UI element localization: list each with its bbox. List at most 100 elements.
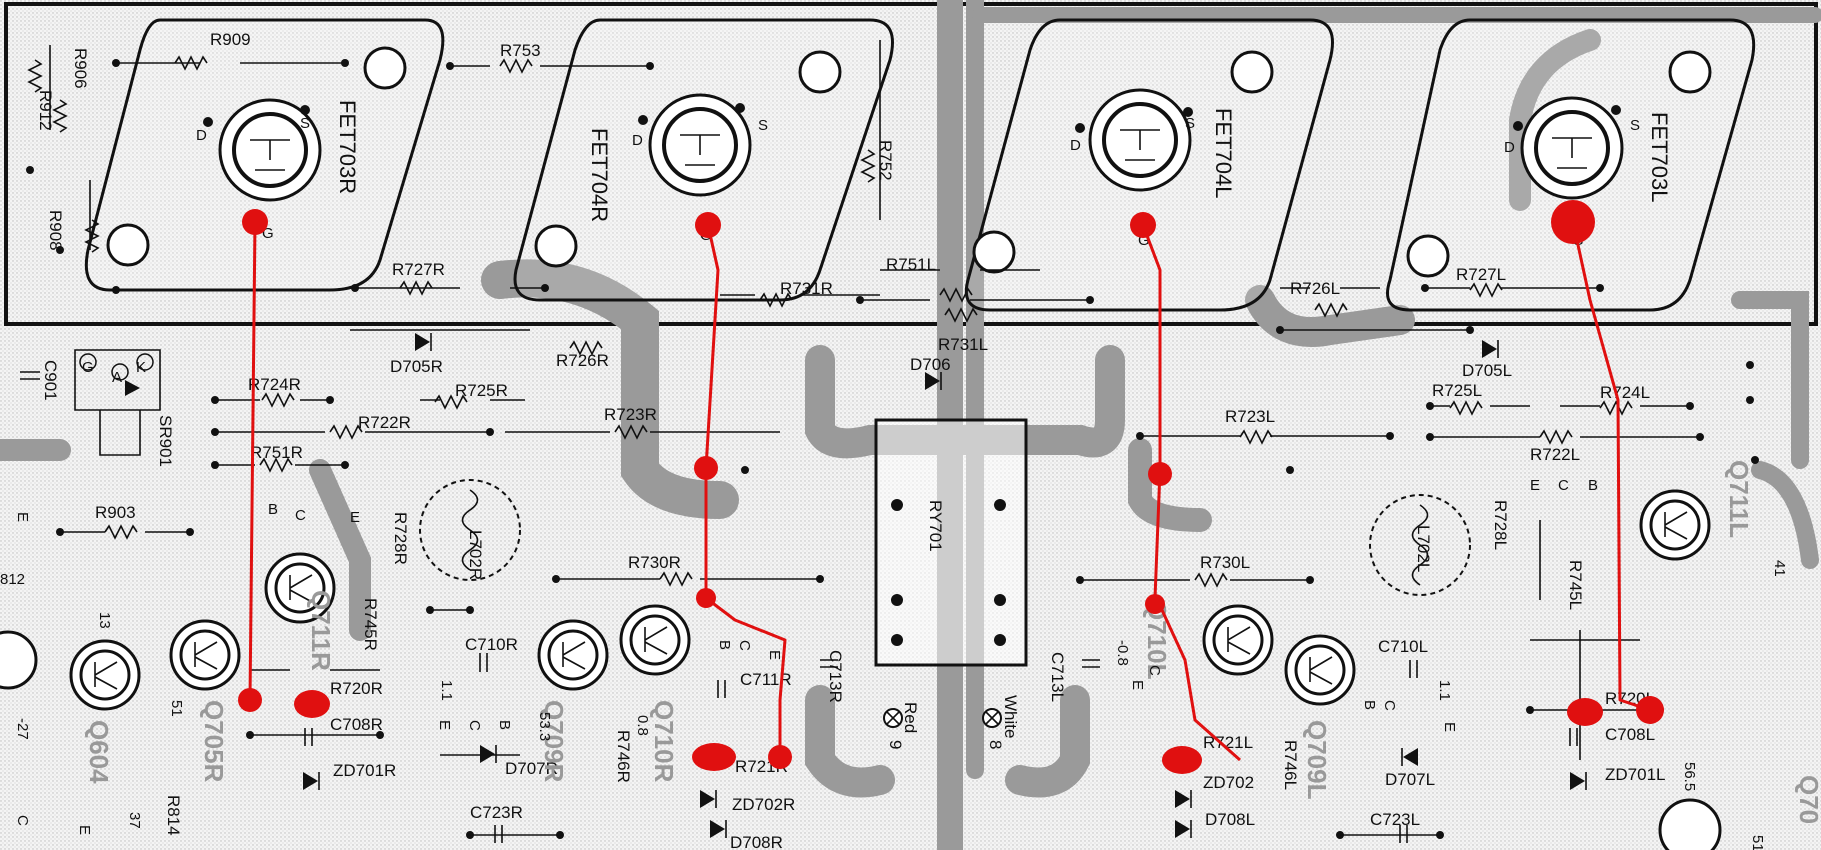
transistor-q709r — [537, 619, 609, 691]
diode-symbols — [303, 333, 1587, 838]
value-41: 41 — [1771, 560, 1788, 577]
terminal-red-label: Red — [901, 702, 920, 733]
label-r751r: R751R — [250, 443, 303, 462]
transistor-q70-partial — [1658, 798, 1722, 850]
fet-label: FET704R — [587, 128, 612, 222]
label-c901: C901 — [41, 360, 60, 401]
label-d707l: D707L — [1385, 770, 1435, 789]
label-zd701r: ZD701R — [333, 761, 396, 780]
label-d708r: D708R — [730, 833, 783, 850]
fet-pin-s: S — [1630, 117, 1640, 134]
label-r724l: R724L — [1600, 383, 1650, 402]
label-r724r: R724R — [248, 375, 301, 394]
relay-ry701: RY701 — [874, 418, 1028, 667]
label-r908: R908 — [46, 210, 65, 251]
pin-c: C — [1558, 477, 1569, 494]
fet-label: FET703L — [1647, 112, 1672, 203]
label-r906: R906 — [71, 48, 90, 89]
sr901-pin-g: G — [82, 359, 94, 376]
value-neg27: -27 — [14, 718, 31, 740]
label-r745r: R745R — [361, 598, 380, 651]
value-minus-0.8: -0.8 — [1114, 640, 1131, 666]
highlight-dot — [1636, 696, 1664, 724]
fet-pin-d: D — [196, 127, 207, 144]
label-c723l: C723L — [1370, 810, 1420, 829]
label-c723r: C723R — [470, 803, 523, 822]
pin-b: B — [1588, 477, 1598, 494]
capacitor-symbols — [20, 371, 1578, 843]
highlight-resistor-r721l — [1162, 746, 1202, 774]
label-r725l: R725L — [1432, 381, 1482, 400]
highlight-dot — [695, 212, 721, 238]
label-r722r: R722R — [358, 413, 411, 432]
label-r726r: R726R — [556, 351, 609, 370]
transistor-q710r — [619, 604, 691, 676]
label-r912: R912 — [36, 90, 55, 131]
sr901-outline — [74, 349, 161, 456]
value-0.8: 0.8 — [634, 715, 651, 736]
label-c713l: C713L — [1048, 652, 1067, 702]
label-sr901: SR901 — [156, 415, 175, 467]
highlight-dot — [1145, 594, 1165, 614]
fet-label: FET703R — [335, 100, 360, 194]
fet-pin-g: G — [1138, 232, 1150, 249]
pin-e: E — [76, 825, 93, 835]
heatsink-frame — [4, 2, 1818, 326]
pin-e: E — [1441, 722, 1458, 732]
gate-trace-704r — [704, 224, 787, 760]
label-r909: R909 — [210, 30, 251, 49]
label-r723l: R723L — [1225, 407, 1275, 426]
inductor-l702r — [419, 479, 521, 581]
pin-c: C — [466, 720, 483, 731]
label-r746r: R746R — [614, 730, 633, 783]
value-53.3: 53.3 — [536, 712, 553, 741]
value-56.5: 56.5 — [1681, 762, 1698, 791]
label-q711l: Q711L — [1724, 460, 1754, 538]
fet-label: FET704L — [1211, 108, 1236, 199]
transistors — [0, 489, 1722, 850]
label-d705r: D705R — [390, 357, 443, 376]
fet-pin-s: S — [300, 115, 310, 132]
pin-b: B — [1361, 700, 1378, 710]
label-r727r: R727R — [392, 260, 445, 279]
label-q709l: Q709L — [1302, 720, 1332, 800]
label-c713r: C713R — [826, 650, 845, 703]
label-d708l: D708L — [1205, 810, 1255, 829]
label-r751l: R751L — [886, 255, 936, 274]
red-gate-traces — [238, 200, 1664, 774]
pin-c: C — [1381, 700, 1398, 711]
pin-e: E — [766, 650, 783, 660]
label-r728r: R728R — [391, 512, 410, 565]
inductor-l702l — [1369, 494, 1471, 596]
label-c708l: C708L — [1605, 725, 1655, 744]
label-r727l: R727L — [1456, 265, 1506, 284]
label-r720r: R720R — [330, 679, 383, 698]
pin-e: E — [350, 509, 360, 526]
fet-pin-d: D — [1070, 137, 1081, 154]
label-q70: Q70 — [1794, 775, 1821, 824]
label-r746l: R746L — [1281, 740, 1300, 790]
value-37: 37 — [126, 812, 143, 829]
sr901-pin-a: A — [112, 369, 122, 386]
highlight-dot — [768, 745, 792, 769]
value-1.1: 1.1 — [1436, 680, 1453, 701]
label-r730l: R730L — [1200, 553, 1250, 572]
label-r745l: R745L — [1566, 560, 1585, 610]
label-zd702: ZD702 — [1203, 773, 1254, 792]
highlight-dot — [1148, 462, 1172, 486]
fet-pin-d: D — [632, 132, 643, 149]
value-812: 812 — [0, 571, 25, 588]
transistor-q705r — [169, 619, 241, 691]
label-q710r: Q710R — [649, 700, 679, 783]
pin-c: C — [295, 507, 306, 524]
label-r753: R753 — [500, 41, 541, 60]
label-r723r: R723R — [604, 405, 657, 424]
label-r814: R814 — [164, 795, 183, 836]
label-c708r: C708R — [330, 715, 383, 734]
label-c710r: C710R — [465, 635, 518, 654]
highlight-dot — [1551, 200, 1595, 244]
transistor-q711r — [264, 552, 336, 624]
transistor-q711l — [1639, 489, 1711, 561]
label-c711r: C711R — [740, 670, 792, 689]
